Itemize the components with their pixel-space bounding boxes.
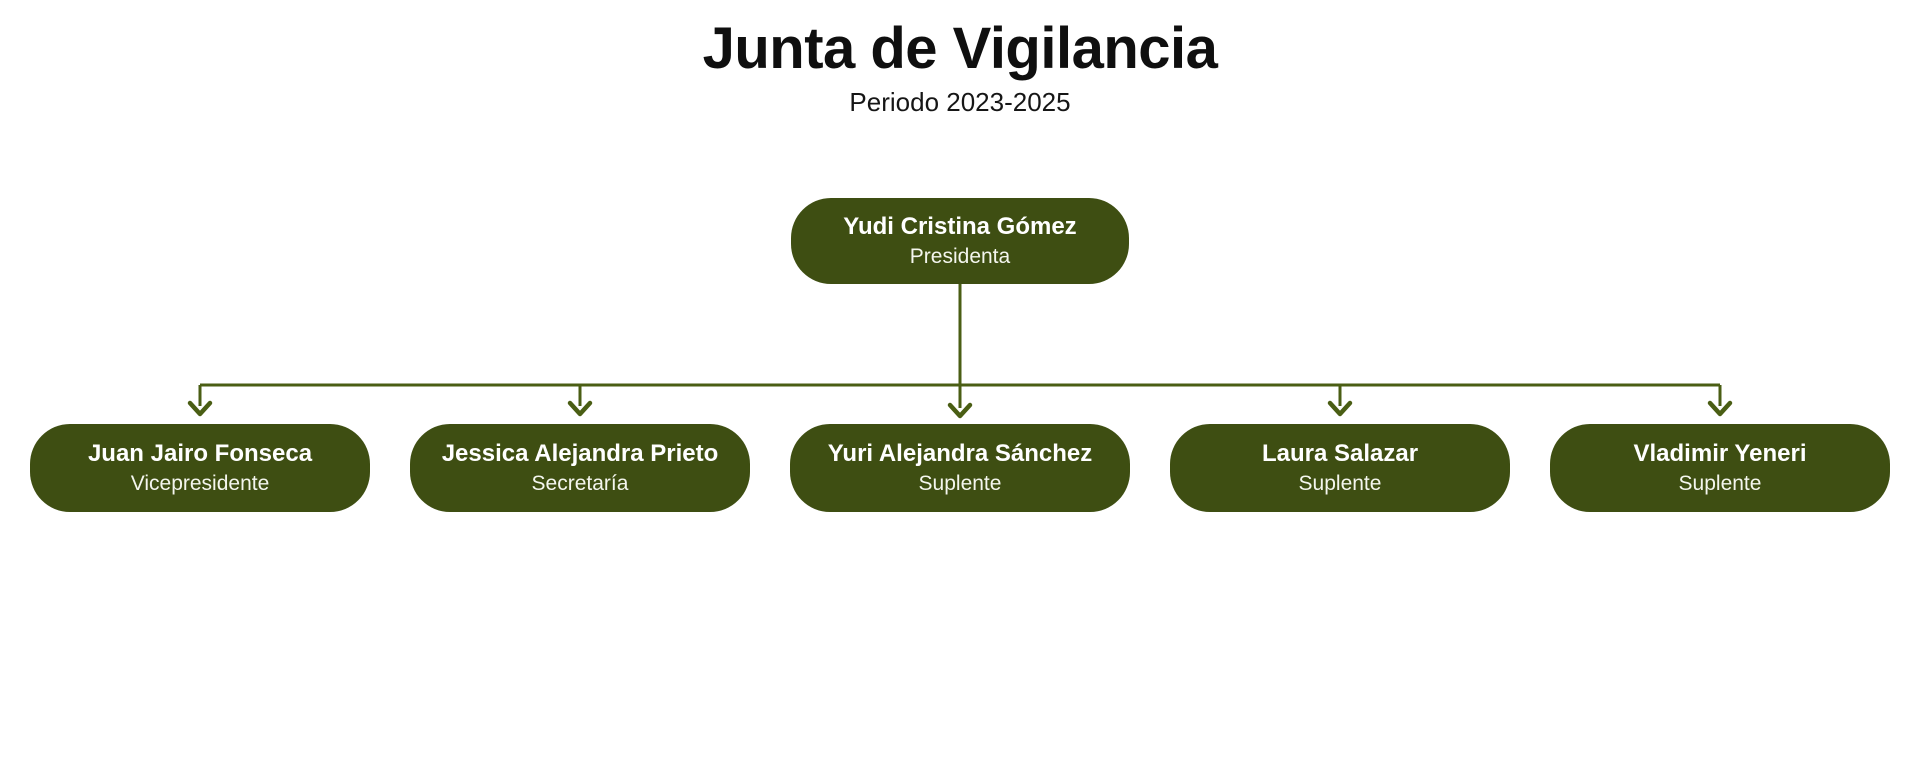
page-title: Junta de Vigilancia: [702, 16, 1218, 81]
node-role: Vicepresidente: [130, 471, 270, 495]
org-node-vicepresidente: Juan Jairo Fonseca Vicepresidente: [30, 424, 370, 512]
node-name: Yudi Cristina Gómez: [843, 213, 1077, 241]
node-name: Vladimir Yeneri: [1633, 440, 1807, 468]
node-role: Suplente: [1298, 471, 1382, 495]
arrow-down-icon: [187, 400, 213, 417]
org-node-suplente-2: Laura Salazar Suplente: [1170, 424, 1510, 512]
node-role: Presidenta: [909, 244, 1011, 268]
arrow-down-icon: [947, 402, 973, 419]
node-role: Suplente: [1678, 471, 1762, 495]
arrow-down-icon: [1707, 400, 1733, 417]
org-node-suplente-3: Vladimir Yeneri Suplente: [1550, 424, 1890, 512]
page-subtitle: Periodo 2023-2025: [849, 86, 1071, 117]
arrow-down-icon: [1327, 400, 1353, 417]
chart-header: Junta de Vigilancia Periodo 2023-2025: [0, 16, 1920, 118]
node-name: Laura Salazar: [1261, 440, 1419, 468]
org-node-suplente-1: Yuri Alejandra Sánchez Suplente: [790, 424, 1130, 512]
org-node-secretaria: Jessica Alejandra Prieto Secretaría: [410, 424, 750, 512]
node-name: Juan Jairo Fonseca: [87, 440, 313, 468]
arrow-down-icon: [567, 400, 593, 417]
node-role: Suplente: [918, 471, 1002, 495]
node-name: Yuri Alejandra Sánchez: [827, 440, 1093, 468]
node-role: Secretaría: [531, 471, 629, 495]
node-name: Jessica Alejandra Prieto: [441, 440, 719, 468]
org-node-presidenta: Yudi Cristina Gómez Presidenta: [791, 198, 1129, 284]
